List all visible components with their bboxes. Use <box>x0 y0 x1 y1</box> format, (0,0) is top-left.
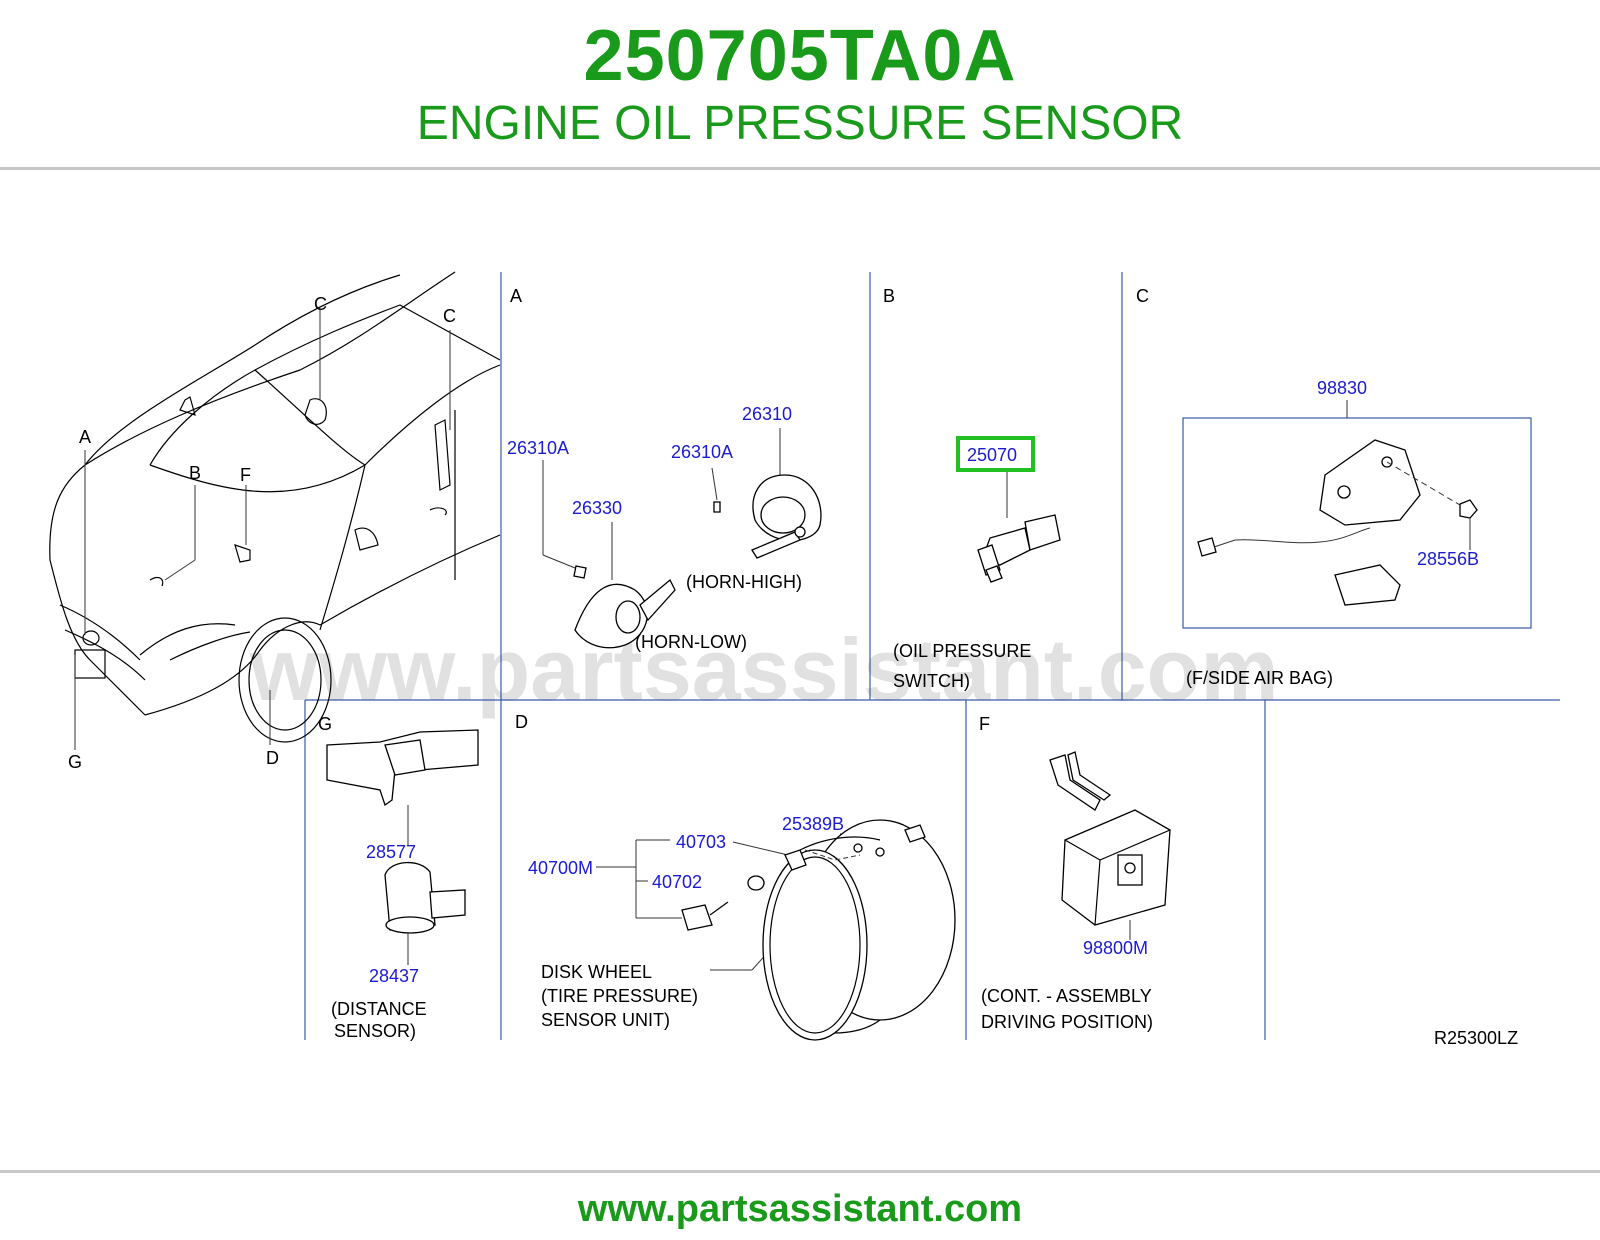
diagram-reference-code: R25300LZ <box>1434 1028 1518 1048</box>
highlight-box <box>956 436 1035 472</box>
section-d-letter: D <box>515 712 528 732</box>
part-25070-highlighted[interactable]: 25070 <box>967 445 1017 465</box>
part-40700M[interactable]: 40700M <box>528 858 593 878</box>
footer-divider <box>0 1170 1600 1173</box>
section-g-letter: G <box>318 714 332 734</box>
section-c-letter: C <box>1136 286 1149 306</box>
part-26330[interactable]: 26330 <box>572 498 622 518</box>
distance-sensor-bracket-illustration <box>326 729 479 845</box>
caption-disk-wheel-line3: SENSOR UNIT) <box>541 1010 670 1030</box>
caption-cont-assembly-line2: DRIVING POSITION) <box>981 1012 1153 1032</box>
part-28437[interactable]: 28437 <box>369 966 419 986</box>
caption-oil-pressure-line1: (OIL PRESSURE <box>893 641 1031 661</box>
caption-side-air-bag: (F/SIDE AIR BAG) <box>1186 668 1333 688</box>
disk-wheel-illustration <box>762 819 956 1041</box>
header-divider <box>0 167 1600 170</box>
part-25389B[interactable]: 25389B <box>782 814 844 834</box>
caption-distance-line1: (DISTANCE <box>331 999 427 1019</box>
caption-distance-line2: SENSOR) <box>334 1021 416 1041</box>
oil-pressure-switch-illustration <box>977 472 1061 583</box>
parts-diagram: www.partsassistant.com <box>49 271 1560 1048</box>
horn-high-illustration <box>711 428 822 559</box>
caption-disk-wheel-line2: (TIRE PRESSURE) <box>541 986 698 1006</box>
car-callout-c2: C <box>443 306 456 326</box>
air-bag-sensor-illustration <box>1197 400 1478 606</box>
part-name-subtitle: ENGINE OIL PRESSURE SENSOR <box>416 97 1184 150</box>
watermark-text: www.partsassistant.com <box>249 620 1279 719</box>
caption-horn-low: (HORN-LOW) <box>635 632 747 652</box>
part-40703[interactable]: 40703 <box>676 832 726 852</box>
distance-sensor-illustration <box>384 861 466 965</box>
car-callout-c1: C <box>314 294 327 314</box>
caption-cont-assembly-line1: (CONT. - ASSEMBLY <box>981 986 1152 1006</box>
part-26310A-left[interactable]: 26310A <box>507 438 569 458</box>
section-b-letter: B <box>883 286 895 306</box>
car-callout-a: A <box>79 427 91 447</box>
caption-oil-pressure-line2: SWITCH) <box>893 671 970 691</box>
caption-horn-high: (HORN-HIGH) <box>686 572 802 592</box>
part-26310A-right[interactable]: 26310A <box>671 442 733 462</box>
car-callout-g: G <box>68 752 82 772</box>
car-overview-illustration <box>49 271 501 750</box>
section-c-frame <box>1182 417 1532 629</box>
part-28556B[interactable]: 28556B <box>1417 549 1479 569</box>
section-a-letter: A <box>510 286 522 306</box>
caption-disk-wheel-line1: DISK WHEEL <box>541 962 652 982</box>
car-callout-b: B <box>189 463 201 483</box>
part-98800M[interactable]: 98800M <box>1083 938 1148 958</box>
footer-website-link[interactable]: www.partsassistant.com <box>577 1188 1023 1230</box>
part-26310[interactable]: 26310 <box>742 404 792 424</box>
part-28577[interactable]: 28577 <box>366 842 416 862</box>
tpms-sensor-parts-illustration <box>681 824 926 931</box>
panel-separators <box>304 272 1560 1040</box>
part-40702[interactable]: 40702 <box>652 872 702 892</box>
section-f-letter: F <box>979 714 990 734</box>
horn-low-illustration <box>542 460 676 649</box>
control-assembly-illustration <box>1049 751 1171 940</box>
car-callout-d: D <box>266 748 279 768</box>
car-callout-f: F <box>240 465 251 485</box>
part-98830[interactable]: 98830 <box>1317 378 1367 398</box>
part-number-title: 250705TA0A <box>583 16 1017 96</box>
